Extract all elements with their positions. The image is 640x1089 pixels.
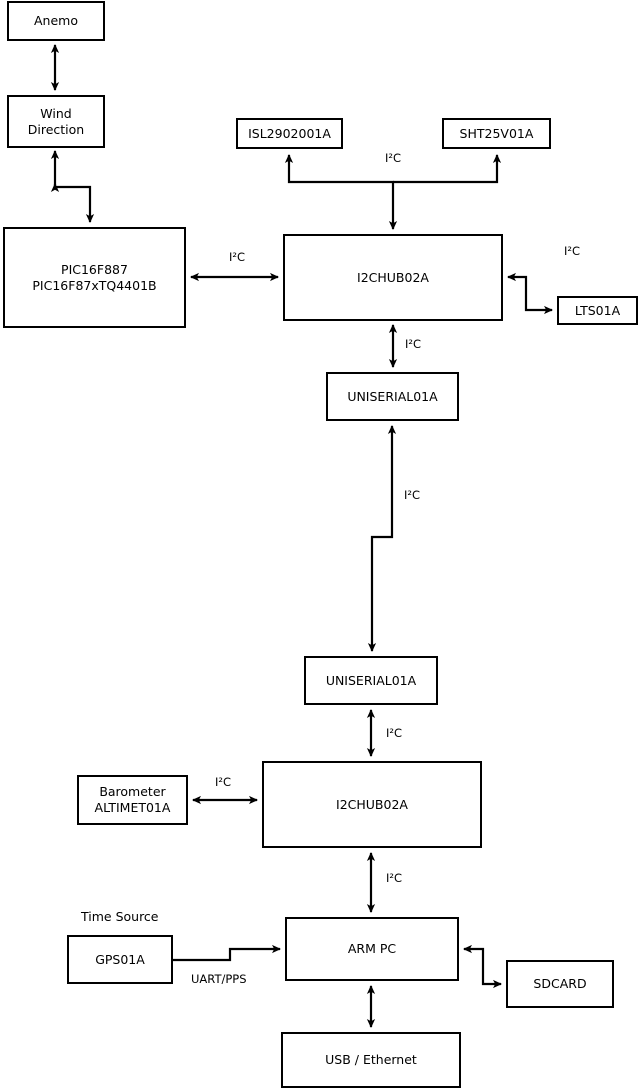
node-isl2902001a-label: ISL2902001A [248, 125, 331, 141]
wire-hubtop-sht [393, 154, 502, 184]
node-lts01a[interactable]: LTS01A [557, 296, 638, 325]
wire-label-uniserial-link: I²C [404, 488, 421, 502]
node-wind-direction-label: Wind Direction [27, 105, 85, 137]
wire-label-lts01a: I²C [564, 244, 581, 258]
wire-label-barometer: I²C [215, 775, 232, 789]
wire-uniserial-link [367, 425, 397, 652]
node-usb-ethernet-label: USB / Ethernet [325, 1052, 417, 1068]
node-barometer-altimet01a[interactable]: Barometer ALTIMET01A [77, 775, 188, 825]
wire-wind-pic [50, 183, 95, 223]
node-uniserial01a-top-label: UNISERIAL01A [347, 388, 438, 404]
node-uniserial01a-bottom[interactable]: UNISERIAL01A [304, 656, 438, 705]
wire-label-hubbottom-armpc: I²C [386, 871, 403, 885]
node-sht25v01a-label: SHT25V01A [459, 125, 534, 141]
node-sdcard[interactable]: SDCARD [506, 960, 614, 1008]
wire-gps-armpc [173, 944, 281, 962]
label-time-source: Time Source [81, 909, 159, 924]
wire-label-top-sensor-bus: I²C [385, 151, 402, 165]
wire-label-uniserial-hubbottom: I²C [386, 726, 403, 740]
node-uniserial01a-top[interactable]: UNISERIAL01A [326, 372, 459, 421]
node-anemo-label: Anemo [34, 13, 78, 29]
node-anemo[interactable]: Anemo [7, 1, 105, 41]
node-uniserial01a-bottom-label: UNISERIAL01A [325, 672, 417, 688]
node-gps01a-label: GPS01A [95, 951, 145, 967]
node-i2chub02a-top[interactable]: I2CHUB02A [283, 234, 503, 321]
node-wind-direction[interactable]: Wind Direction [7, 95, 105, 148]
node-arm-pc[interactable]: ARM PC [285, 917, 459, 981]
wire-label-uart-pps: UART/PPS [191, 972, 247, 986]
node-arm-pc-label: ARM PC [347, 941, 397, 957]
node-usb-ethernet[interactable]: USB / Ethernet [281, 1032, 461, 1088]
node-pic-mcu[interactable]: PIC16F887 PIC16F87xTQ4401B [3, 227, 186, 328]
node-lts01a-label: LTS01A [574, 302, 621, 318]
wire-label-hubtop-uniserial: I²C [405, 337, 422, 351]
node-pic-mcu-label: PIC16F887 PIC16F87xTQ4401B [32, 261, 157, 293]
wire-hubtop-sensorbus [284, 154, 398, 230]
node-sht25v01a[interactable]: SHT25V01A [442, 118, 551, 149]
node-sdcard-label: SDCARD [533, 976, 587, 992]
wire-armpc-sdcard [463, 944, 502, 989]
node-i2chub02a-bottom-label: I2CHUB02A [336, 796, 408, 812]
wire-hubtop-lts [507, 272, 553, 315]
wire-label-pic-hubtop: I²C [229, 250, 246, 264]
node-i2chub02a-bottom[interactable]: I2CHUB02A [262, 761, 482, 848]
node-isl2902001a[interactable]: ISL2902001A [236, 118, 343, 149]
node-barometer-altimet01a-label: Barometer ALTIMET01A [94, 784, 171, 815]
node-i2chub02a-top-label: I2CHUB02A [357, 269, 429, 285]
node-gps01a[interactable]: GPS01A [67, 935, 173, 984]
